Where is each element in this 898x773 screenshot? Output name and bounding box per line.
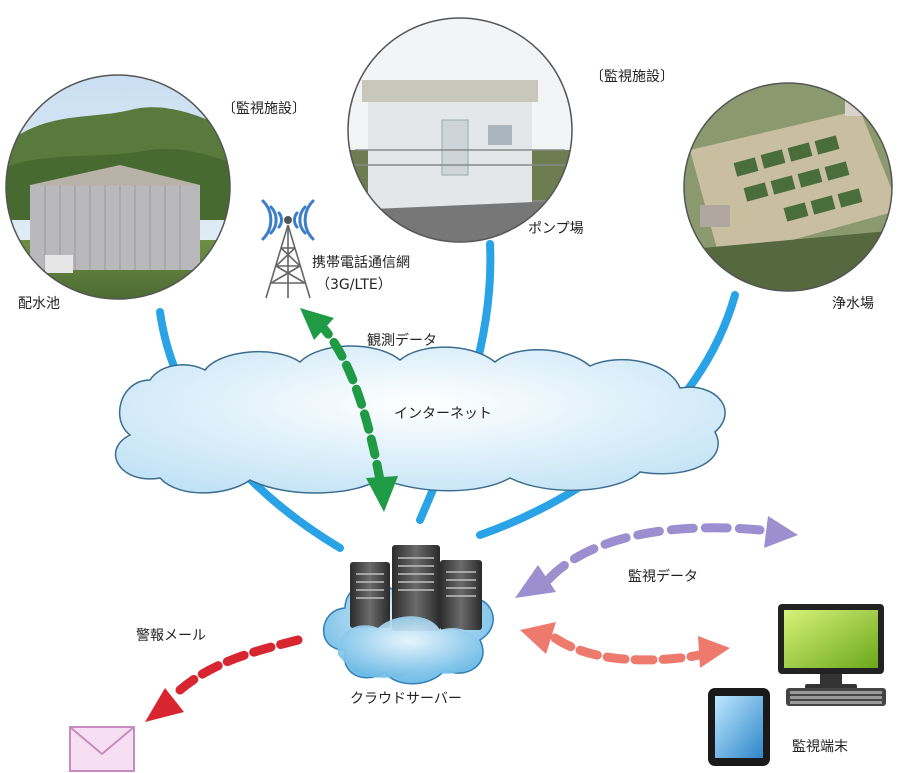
alarm-mail-label: 警報メール <box>136 628 206 644</box>
water-plant-label: 浄水場 <box>832 296 874 312</box>
pump-station-photo <box>347 17 573 243</box>
terminal-arrow <box>520 622 730 668</box>
observation-data-arrow <box>300 308 398 512</box>
tablet-icon <box>708 688 770 766</box>
monitor-facility-label-left: 〔監視施設〕 <box>222 101 306 117</box>
observation-data-label: 観測データ <box>367 333 437 349</box>
signal-waves-icon <box>261 199 315 241</box>
mobile-network-sub-label: （3G/LTE） <box>316 277 392 293</box>
mobile-network-label: 携帯電話通信網 <box>312 255 410 271</box>
internet-label: インターネット <box>394 406 492 422</box>
monitor-terminal-label: 監視端末 <box>792 739 848 755</box>
monitor-data-label: 監視データ <box>628 569 698 585</box>
reservoir-photo <box>5 74 231 300</box>
alarm-mail-arrow <box>145 635 303 722</box>
internet-cloud <box>114 345 726 494</box>
monitor-facility-label-right: 〔監視施設〕 <box>590 69 674 85</box>
monitor-data-arrow <box>515 516 798 598</box>
pump-station-label: ポンプ場 <box>528 221 584 237</box>
reservoir-label: 配水池 <box>18 296 60 312</box>
antenna-tower-icon <box>265 216 311 299</box>
cloud-server-label: クラウドサーバー <box>350 691 462 707</box>
water-plant-photo <box>683 82 893 292</box>
desktop-monitor-icon <box>778 604 886 706</box>
cloud-server-icon <box>322 545 494 685</box>
mail-envelope-icon <box>69 726 135 772</box>
